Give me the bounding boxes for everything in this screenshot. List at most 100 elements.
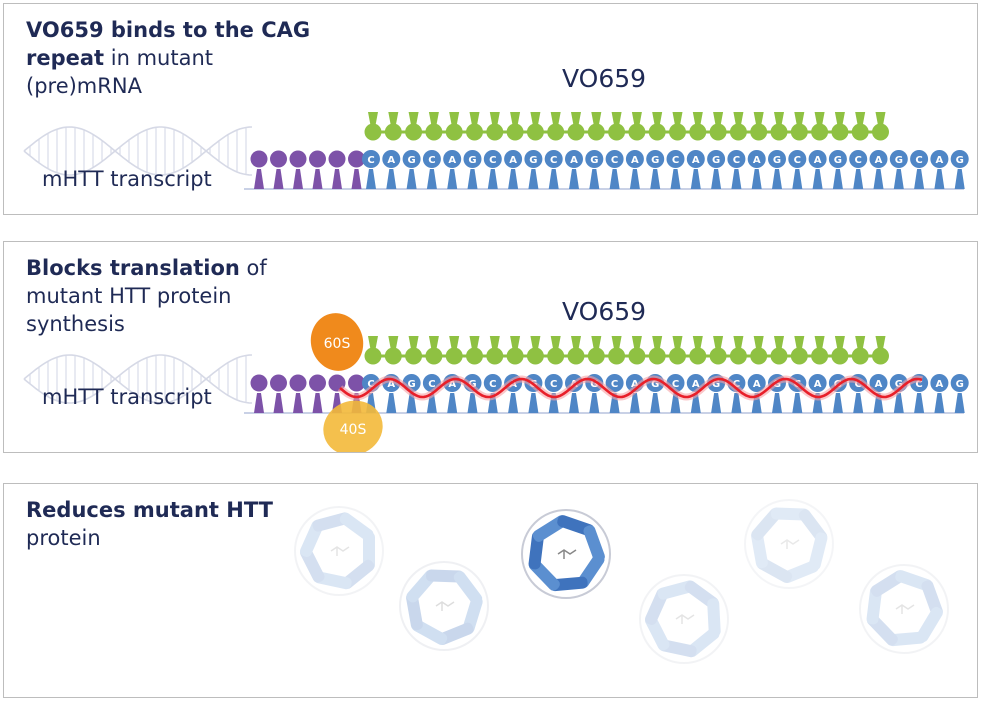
blue-nucleotide-stem [914, 393, 925, 413]
blue-nucleotide [869, 374, 888, 392]
dna-helix-background [23, 354, 253, 404]
blue-nucleotide-stem [629, 393, 640, 413]
nucleotide-letter: G [407, 379, 415, 390]
purple-nucleotide-stem [273, 169, 284, 189]
oligo-nucleotide [669, 123, 686, 141]
blue-nucleotide [524, 150, 543, 168]
oligo-nucleotide [526, 123, 544, 141]
ribosome-60s-label: 60S [324, 336, 351, 352]
ribosome-40s: 40S [323, 400, 383, 452]
helix-ribbon [339, 512, 374, 541]
purple-nucleotide-stem [312, 393, 323, 413]
blue-nucleotide-stem [934, 169, 945, 189]
nucleotide-letter: C [428, 379, 435, 390]
nucleotide-letter: C [611, 379, 618, 390]
protein-loop [399, 561, 489, 651]
blocked-translation-wave [337, 375, 924, 401]
purple-nucleotide-stem [312, 169, 323, 189]
helix-ribbon [657, 580, 696, 600]
blue-nucleotide [382, 150, 401, 168]
protein-ligand [435, 601, 455, 611]
blue-nucleotide-stem [426, 169, 437, 189]
nucleotide-letter: C [550, 379, 557, 390]
blue-nucleotide-stem [386, 393, 397, 413]
nucleotide-letter: A [875, 155, 883, 166]
protein-loop [859, 564, 949, 654]
blue-nucleotide-stem [853, 393, 864, 413]
helix-ribbon [583, 525, 605, 563]
oligo-nucleotide [851, 123, 869, 141]
helix-ribbon [453, 571, 483, 605]
nucleotide-letter: G [956, 155, 964, 166]
oligo-nucleotide [445, 123, 463, 141]
wave-line [339, 377, 923, 399]
protein-diagram [294, 499, 949, 664]
blue-nucleotide [605, 150, 624, 168]
panel-heading: Blocks translation of mutant HTT protein… [26, 254, 326, 338]
oligo-nucleotide [669, 347, 686, 365]
blue-nucleotide-stem [792, 169, 803, 189]
panel-heading: Reduces mutant HTT protein [26, 496, 326, 552]
blue-nucleotide [828, 150, 847, 168]
nucleotide-letter: G [834, 155, 842, 166]
nucleotide-letter: A [814, 155, 822, 166]
oligo-nucleotide [364, 347, 382, 365]
ribosome-40s-label: 40S [340, 422, 367, 438]
nucleotide-letter: G [407, 155, 415, 166]
protein-ligand [675, 614, 695, 624]
purple-nucleotide [250, 374, 268, 392]
blue-nucleotide-stem [772, 169, 782, 189]
blue-nucleotide [910, 150, 929, 168]
blue-nucleotide-stem [447, 393, 458, 413]
blue-nucleotide-stem [690, 169, 701, 189]
helix-ribbon [756, 557, 793, 583]
nucleotide-letter: G [651, 155, 659, 166]
oligo-nucleotide [709, 123, 727, 141]
blue-nucleotide-stem [853, 169, 864, 189]
blue-nucleotide-stem [772, 393, 782, 413]
blue-nucleotide-stem [751, 169, 762, 189]
blue-nucleotide-stem [487, 169, 498, 189]
blue-nucleotide-stem [650, 169, 661, 189]
nucleotide-letter: A [692, 379, 700, 390]
blue-nucleotide-stem [589, 393, 600, 413]
oligo-nucleotide [628, 123, 646, 141]
purple-nucleotide-stem [254, 393, 264, 413]
blue-nucleotide [443, 150, 462, 168]
nucleotide-letter: G [651, 379, 659, 390]
heading-bold: VO659 binds to the CAG repeat [26, 18, 311, 70]
nucleotide-letter: C [489, 379, 496, 390]
purple-nucleotide [348, 374, 365, 392]
helix-ribbon [406, 592, 423, 631]
blue-nucleotide-stem [731, 393, 742, 413]
blue-nucleotide-stem [893, 393, 904, 413]
blue-nucleotide-stem [508, 393, 519, 413]
nucleotide-letter: G [895, 379, 903, 390]
oligo-nucleotide [486, 123, 504, 141]
heading-bold: Blocks translation [26, 256, 240, 280]
blue-nucleotide [788, 150, 807, 168]
oligo-nucleotide [811, 347, 829, 365]
nucleotide-letter: C [672, 379, 679, 390]
helix-ribbon [866, 614, 898, 646]
helix-ribbon [686, 627, 720, 657]
oligo-nucleotide [587, 347, 605, 365]
helix-ribbon [300, 546, 325, 583]
helix-ribbon [549, 576, 588, 592]
oligo-nucleotide [405, 123, 423, 141]
oligo-nucleotide [729, 347, 747, 365]
oligo-nucleotide [466, 123, 483, 141]
nucleotide-letter: C [672, 155, 679, 166]
blue-nucleotide-stem [609, 169, 620, 189]
helix-ribbon [658, 639, 697, 658]
blue-nucleotide-stem [812, 169, 823, 189]
blue-nucleotide [544, 374, 563, 392]
blue-nucleotide-stem [893, 169, 904, 189]
blue-nucleotide [950, 150, 969, 168]
htt-protein [744, 499, 834, 589]
nucleotide-letter: C [733, 155, 740, 166]
blue-nucleotide-stem [406, 169, 417, 189]
oligo-nucleotide [729, 123, 747, 141]
nucleotide-letter: C [611, 155, 618, 166]
